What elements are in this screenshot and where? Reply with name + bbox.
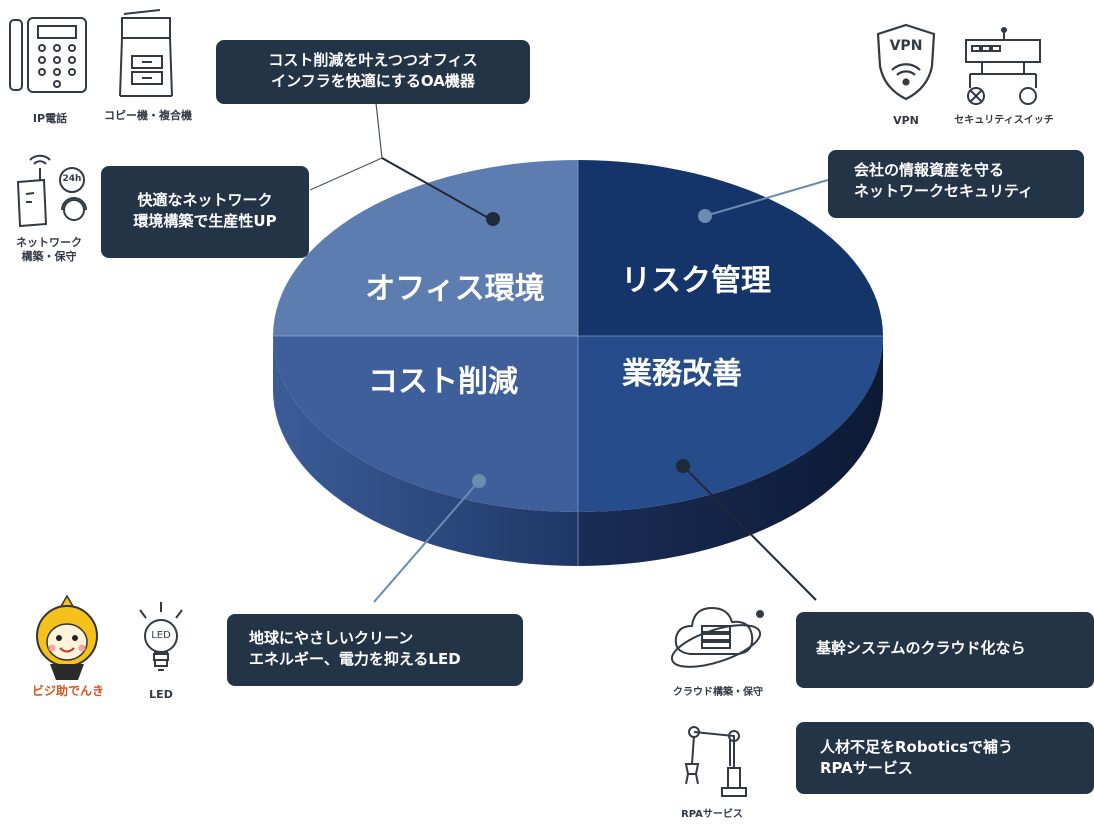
quadrant-label-office: オフィス環境 (365, 272, 544, 307)
copier-icon (118, 8, 174, 98)
copier-label: コピー機・複合機 (104, 109, 192, 122)
vpn-shield-icon: VPN (874, 22, 938, 102)
network-label: ネットワーク 構築・保守 (16, 236, 82, 263)
callout-cloud: 基幹システムのクラウド化なら (796, 612, 1094, 688)
led-label: LED (149, 688, 173, 701)
connector-dot-cost (472, 474, 486, 488)
ip-phone-icon (8, 16, 90, 96)
vpn-shield-text: VPN (889, 38, 923, 54)
connector-security (704, 179, 829, 217)
mascot-character: ビジ助でんき (22, 592, 112, 700)
pie-side-right (578, 336, 883, 566)
ip-phone-label: IP電話 (32, 112, 68, 125)
led-bulb-icon: LED (134, 600, 188, 674)
connector-led (373, 480, 480, 603)
network-router-icon: 24h (10, 154, 94, 228)
pie-side-left (273, 336, 578, 566)
quadrant-office (273, 160, 578, 336)
connector-dot-office (486, 212, 500, 226)
cloud-label: クラウド構築・保守 (673, 687, 763, 698)
network-24h-badge: 24h (62, 174, 82, 184)
connector-dot-risk (698, 209, 712, 223)
callout-network: 快適なネットワーク 環境構築で生産性UP (101, 166, 309, 258)
callout-oa-equipment: コスト削減を叶えつつオフィス インフラを快適にするOA機器 (216, 40, 530, 104)
quadrant-risk (578, 160, 883, 336)
quadrant-label-business: 業務改善 (622, 357, 742, 392)
connector-oa-network (309, 102, 493, 221)
quadrant-business (578, 336, 883, 512)
robot-arm-icon (672, 722, 752, 800)
mascot-name-text: ビジ助でんき (31, 684, 104, 698)
callout-rpa: 人材不足をRoboticsで補う RPAサービス (796, 722, 1094, 794)
quadrant-label-cost: コスト削減 (368, 365, 518, 400)
quadrant-label-risk: リスク管理 (621, 264, 771, 299)
connector-dot-business (676, 459, 690, 473)
network-switch-icon (962, 26, 1044, 106)
switch-label: セキュリティスイッチ (954, 115, 1054, 126)
led-bulb-text: LED (151, 630, 171, 641)
callout-led: 地球にやさしいクリーン エネルギー、電力を抑えるLED (227, 614, 523, 686)
cloud-server-icon (668, 596, 768, 672)
callout-security: 会社の情報資産を守る ネットワークセキュリティ (828, 150, 1084, 218)
vpn-label: VPN (893, 114, 919, 127)
quadrant-cost (273, 336, 578, 512)
rpa-label: RPAサービス (681, 809, 743, 820)
connector-cloud (682, 465, 817, 601)
